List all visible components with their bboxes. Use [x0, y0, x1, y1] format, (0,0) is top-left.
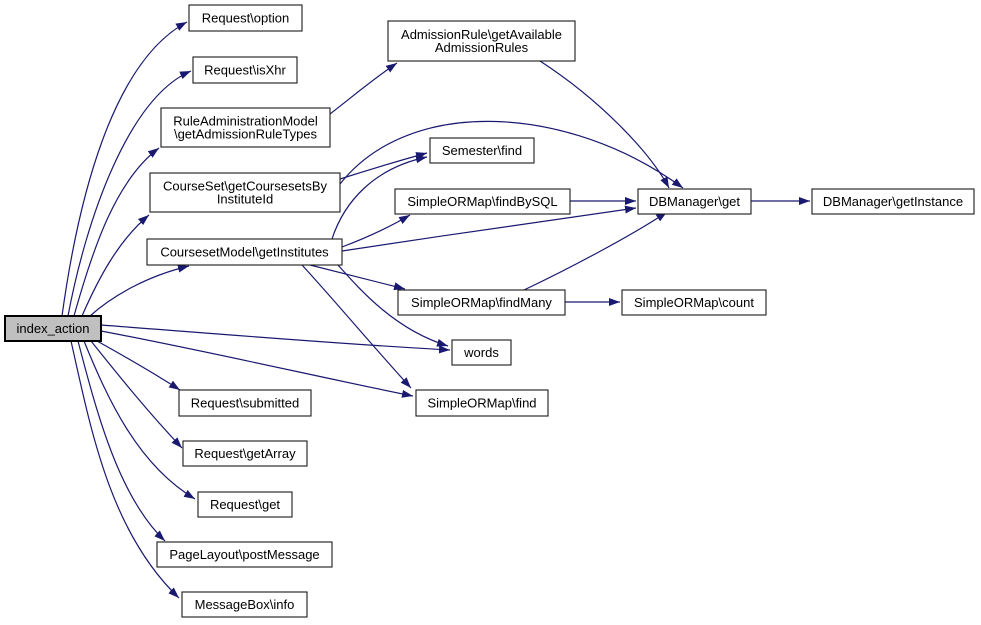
node-request_isxhr[interactable]: Request\isXhr [192, 56, 298, 84]
node-label-coursesetmodel: CoursesetModel\getInstitutes [160, 245, 329, 260]
node-box-messagebox_info [181, 591, 308, 618]
node-submitted[interactable]: Request\submitted [178, 389, 312, 417]
node-box-submitted [178, 389, 312, 417]
node-count[interactable]: SimpleORMap\count [621, 289, 767, 316]
node-label-words: words [463, 345, 499, 360]
node-box-findmany [397, 289, 566, 316]
node-label-submitted: Request\submitted [191, 396, 299, 411]
edge-courseset_get-to-semester_find [339, 152, 428, 180]
edge-index_action-to-postmessage [77, 340, 166, 542]
node-findmany[interactable]: SimpleORMap\findMany [397, 289, 566, 316]
node-request_option[interactable]: Request\option [188, 4, 303, 32]
node-find[interactable]: SimpleORMap\find [415, 389, 549, 417]
edge-index_action-to-messagebox_info [70, 340, 180, 599]
edge-findmany-to-dbmanager_get [523, 211, 668, 291]
edge-index_action-to-request_get [83, 340, 196, 500]
edge-index_action-to-coursesetmodel [89, 264, 190, 317]
edge-index_action-to-find [100, 330, 414, 398]
node-box-ruleadmin [160, 107, 331, 148]
node-messagebox_info[interactable]: MessageBox\info [181, 591, 308, 618]
edge-coursesetmodel-to-dbmanager_get [341, 205, 637, 252]
edge-index_action-to-ruleadmin [73, 147, 160, 317]
edge-coursesetmodel-to-semester_find [331, 155, 428, 240]
node-box-coursesetmodel [146, 238, 343, 266]
node-box-words [451, 339, 512, 366]
node-box-find [415, 389, 549, 417]
node-coursesetmodel[interactable]: CoursesetModel\getInstitutes [146, 238, 343, 266]
node-label-postmessage: PageLayout\postMessage [169, 547, 319, 562]
edge-index_action-to-courseset_get [81, 214, 150, 317]
node-box-admissionrule [387, 20, 576, 62]
node-ruleadmin[interactable]: RuleAdministrationModel\getAdmissionRule… [160, 107, 331, 148]
node-box-dbmanager_get [637, 188, 752, 215]
node-label-admissionrule-line-1: AdmissionRules [435, 40, 529, 55]
edge-ruleadmin-to-admissionrule [329, 62, 398, 115]
node-label-dbmanager_getinstance: DBManager\getInstance [823, 194, 963, 209]
node-label-ruleadmin-line-1: \getAdmissionRuleTypes [174, 127, 318, 142]
node-label-request_isxhr: Request\isXhr [204, 63, 286, 78]
node-box-semester_find [429, 137, 535, 164]
node-label-courseset_get-line-0: CourseSet\getCoursesetsBy [163, 179, 328, 194]
node-words[interactable]: words [451, 339, 512, 366]
node-request_get[interactable]: Request\get [197, 491, 293, 518]
node-box-count [621, 289, 767, 316]
node-semester_find[interactable]: Semester\find [429, 137, 535, 164]
node-findbysql[interactable]: SimpleORMap\findBySQL [394, 188, 571, 215]
node-label-getarray: Request\getArray [194, 446, 296, 461]
node-box-courseset_get [149, 172, 341, 213]
node-box-findbysql [394, 188, 571, 215]
node-label-findbysql: SimpleORMap\findBySQL [407, 194, 557, 209]
node-label-ruleadmin-line-0: RuleAdministrationModel [173, 114, 318, 129]
edge-index_action-to-request_option [61, 21, 188, 317]
edge-index_action-to-words [100, 324, 451, 354]
edge-courseset_get-to-dbmanager_get [339, 120, 684, 189]
node-label-index_action: index_action [17, 321, 90, 336]
node-label-courseset_get-line-1: InstituteId [217, 192, 273, 207]
node-index_action[interactable]: index_action [4, 315, 102, 342]
edge-coursesetmodel-to-findbysql [341, 214, 411, 248]
edge-coursesetmodel-to-words [337, 264, 449, 347]
node-label-find: SimpleORMap\find [427, 396, 536, 411]
node-label-count: SimpleORMap\count [634, 295, 754, 310]
node-box-request_option [188, 4, 303, 32]
node-box-getarray [182, 440, 308, 467]
node-dbmanager_getinstance[interactable]: DBManager\getInstance [811, 188, 975, 215]
node-box-dbmanager_getinstance [811, 188, 975, 215]
edge-coursesetmodel-to-findmany [309, 264, 406, 291]
node-label-request_get: Request\get [210, 497, 280, 512]
node-label-request_option: Request\option [202, 11, 289, 26]
edge-coursesetmodel-to-find [301, 264, 412, 389]
node-box-index_action [4, 315, 102, 342]
node-label-semester_find: Semester\find [442, 143, 522, 158]
node-box-request_isxhr [192, 56, 298, 84]
node-box-request_get [197, 491, 293, 518]
node-label-findmany: SimpleORMap\findMany [411, 295, 552, 310]
edge-admissionrule-to-dbmanager_get [539, 60, 670, 189]
node-dbmanager_get[interactable]: DBManager\get [637, 188, 752, 215]
node-label-dbmanager_get: DBManager\get [649, 194, 740, 209]
edge-index_action-to-submitted [96, 340, 181, 391]
edge-index_action-to-getarray [90, 340, 183, 449]
node-label-admissionrule-line-0: AdmissionRule\getAvailable [401, 27, 562, 42]
node-postmessage[interactable]: PageLayout\postMessage [156, 541, 333, 568]
node-getarray[interactable]: Request\getArray [182, 440, 308, 467]
node-label-messagebox_info: MessageBox\info [195, 597, 295, 612]
node-box-postmessage [156, 541, 333, 568]
edge-index_action-to-request_isxhr [67, 70, 192, 317]
